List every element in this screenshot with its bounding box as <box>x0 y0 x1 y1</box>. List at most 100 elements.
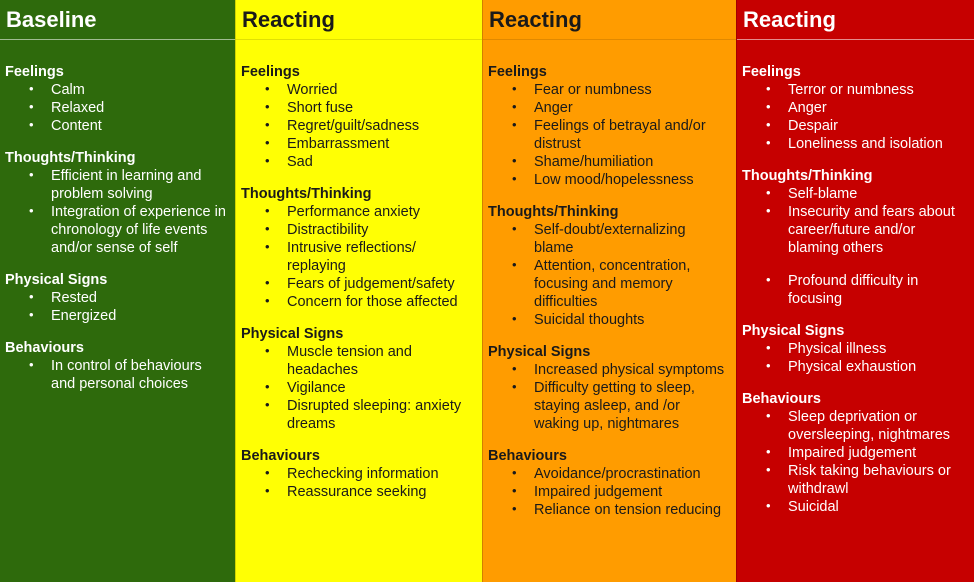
list-item: •Self-doubt/externalizing blame <box>512 221 686 256</box>
section-physical-signs: Physical Signs •Rested •Energized <box>5 272 227 325</box>
list-item: •Short fuse <box>265 99 354 116</box>
list-item: •Performance anxiety <box>265 203 420 220</box>
section-title: Physical Signs <box>488 344 591 360</box>
section-title: Physical Signs <box>241 326 344 342</box>
section-title: Feelings <box>241 64 300 80</box>
bullet-icon: • <box>265 81 270 96</box>
bullet-icon: • <box>512 465 517 480</box>
section-feelings: Feelings •Calm •Relaxed •Content <box>5 64 227 135</box>
section-physical-signs: Physical Signs •Physical illness •Physic… <box>742 323 966 376</box>
bullet-icon: • <box>265 483 270 498</box>
list-item: •Sleep deprivation or oversleeping, nigh… <box>766 408 951 443</box>
list-item: •Suicidal <box>766 498 839 515</box>
bullet-icon: • <box>265 135 270 150</box>
list-item: •Muscle tension and headaches <box>265 343 412 378</box>
section-title: Thoughts/Thinking <box>742 168 873 184</box>
section-thoughts: Thoughts/Thinking •Performance anxiety •… <box>241 186 474 311</box>
section-title: Physical Signs <box>5 272 108 288</box>
bullet-icon: • <box>512 117 517 132</box>
list-item: •Physical illness <box>766 340 887 357</box>
section-feelings: Feelings •Worried •Short fuse •Regret/gu… <box>241 64 474 171</box>
list-item: •Vigilance <box>265 379 346 396</box>
list-item: •Relaxed <box>29 99 105 116</box>
bullet-icon: • <box>766 81 771 96</box>
section-thoughts: Thoughts/Thinking •Self-blame •Insecurit… <box>742 168 966 308</box>
section-title: Feelings <box>5 64 64 80</box>
list-item: •Energized <box>29 307 117 324</box>
bullet-icon: • <box>766 135 771 150</box>
list-item: •Content <box>29 117 102 134</box>
bullet-icon: • <box>265 99 270 114</box>
section-feelings: Feelings •Terror or numbness •Anger •Des… <box>742 64 966 153</box>
bullet-icon: • <box>265 239 270 254</box>
list-item: •Anger <box>766 99 827 116</box>
bullet-icon: • <box>265 379 270 394</box>
list-item: •Anger <box>512 99 573 116</box>
section-physical-signs: Physical Signs •Muscle tension and heada… <box>241 326 474 433</box>
section-behaviours: Behaviours •Sleep deprivation or oversle… <box>742 391 966 516</box>
section-thoughts: Thoughts/Thinking •Self-doubt/externaliz… <box>488 204 728 329</box>
bullet-icon: • <box>766 358 771 373</box>
column-reacting-red: Reacting Feelings •Terror or numbness •A… <box>736 0 974 582</box>
bullet-icon: • <box>766 408 771 423</box>
bullet-icon: • <box>29 167 34 182</box>
list-item: •Shame/humiliation <box>512 153 654 170</box>
bullet-icon: • <box>265 153 270 168</box>
column-title: Reacting <box>737 0 974 40</box>
bullet-icon: • <box>766 462 771 477</box>
bullet-icon: • <box>29 307 34 322</box>
list-item: •Self-blame <box>766 185 858 202</box>
column-baseline: Baseline Feelings •Calm •Relaxed •Conten… <box>0 0 235 582</box>
section-title: Thoughts/Thinking <box>5 150 136 166</box>
list-item: •Feelings of betrayal and/or distrust <box>512 117 706 152</box>
list-item: •Regret/guilt/sadness <box>265 117 420 134</box>
bullet-icon: • <box>766 272 771 287</box>
list-item: •Loneliness and isolation <box>766 135 943 152</box>
list-item: •Avoidance/procrastination <box>512 465 701 482</box>
bullet-icon: • <box>766 498 771 513</box>
list-item: •Reassurance seeking <box>265 483 427 500</box>
list-item: •Physical exhaustion <box>766 358 917 375</box>
bullet-icon: • <box>512 81 517 96</box>
bullet-icon: • <box>512 153 517 168</box>
list-item: •Increased physical symptoms <box>512 361 725 378</box>
bullet-icon: • <box>29 289 34 304</box>
bullet-icon: • <box>512 99 517 114</box>
column-reacting-orange: Reacting Feelings •Fear or numbness •Ang… <box>482 0 736 582</box>
bullet-icon: • <box>29 357 34 372</box>
list-item: •Low mood/hopelessness <box>512 171 694 188</box>
list-item: •Attention, concentration, focusing and … <box>512 257 691 310</box>
list-item: •Suicidal thoughts <box>512 311 645 328</box>
bullet-icon: • <box>512 257 517 272</box>
list-item: •Reliance on tension reducing <box>512 501 722 518</box>
bullet-icon: • <box>265 117 270 132</box>
list-item: •Fears of judgement/safety <box>265 275 455 292</box>
section-thoughts: Thoughts/Thinking •Efficient in learning… <box>5 150 227 257</box>
bullet-icon: • <box>766 99 771 114</box>
list-item: •Difficulty getting to sleep, staying as… <box>512 379 695 432</box>
list-item: •Sad <box>265 153 313 170</box>
list-item: •Risk taking behaviours or withdrawl <box>766 462 951 497</box>
section-title: Feelings <box>742 64 801 80</box>
column-title: Reacting <box>483 0 736 40</box>
list-item: •Profound difficulty in focusing <box>766 272 919 307</box>
list-item: •Terror or numbness <box>766 81 914 98</box>
list-item: •Integration of experience in chronology… <box>29 203 226 256</box>
section-title: Feelings <box>488 64 547 80</box>
bullet-icon: • <box>265 221 270 236</box>
list-item: •Insecurity and fears about career/futur… <box>766 203 955 256</box>
bullet-icon: • <box>512 501 517 516</box>
bullet-icon: • <box>766 185 771 200</box>
column-title: Reacting <box>236 0 482 40</box>
bullet-icon: • <box>766 117 771 132</box>
column-title: Baseline <box>0 0 235 40</box>
list-item: •Impaired judgement <box>766 444 917 461</box>
list-item: •Embarrassment <box>265 135 390 152</box>
list-item: •Impaired judgement <box>512 483 663 500</box>
column-reacting-yellow: Reacting Feelings •Worried •Short fuse •… <box>235 0 482 582</box>
bullet-icon: • <box>265 293 270 308</box>
bullet-icon: • <box>512 379 517 394</box>
list-item: •In control of behaviours and personal c… <box>29 357 202 392</box>
list-item: •Distractibility <box>265 221 369 238</box>
